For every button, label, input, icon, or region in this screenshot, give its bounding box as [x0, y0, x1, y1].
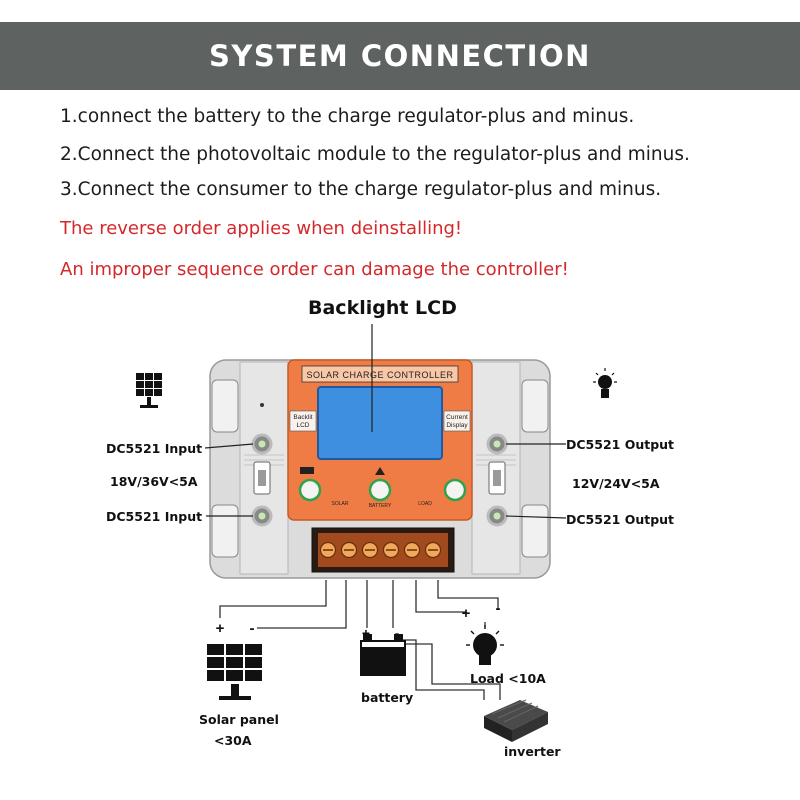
current-label-line1: Current [446, 414, 468, 421]
solar-minus-sign: - [250, 620, 255, 637]
mode-button [368, 478, 392, 502]
battery-terminal-label: BATTERY [369, 503, 392, 509]
solar-panel-rating: <30A [214, 733, 252, 748]
load-terminal-label: LOAD [418, 501, 432, 507]
instruction-2: 2.Connect the photovoltaic module to the… [60, 144, 690, 165]
load-minus-sign: - [496, 600, 501, 617]
input-rating-label: 18V/36V<5A [110, 474, 198, 489]
inverter-icon [484, 699, 548, 742]
dc-input-label-bottom: DC5521 Input [106, 509, 203, 524]
battery-icon [360, 634, 406, 676]
charge-controller [209, 359, 551, 579]
load-bulb-icon [466, 625, 504, 665]
controller-title: SOLAR CHARGE CONTROLLER [306, 370, 453, 380]
page-title: SYSTEM CONNECTION [209, 39, 591, 73]
backlit-label-line2: LCD [296, 422, 309, 429]
bulb-small-icon [593, 368, 617, 398]
inverter-label: inverter [504, 744, 561, 759]
load-plus-sign: + [462, 605, 471, 622]
solar-plus-sign: + [216, 620, 225, 637]
current-button [443, 478, 467, 502]
backlit-label-line1: Backlit [293, 414, 312, 421]
battery-plus-sign: + [362, 625, 370, 641]
warning-1: The reverse order applies when deinstall… [60, 218, 463, 239]
warning-2: An improper sequence order can damage th… [60, 259, 569, 280]
solar-panel-small-icon [136, 373, 162, 408]
instruction-1: 1.connect the battery to the charge regu… [60, 106, 635, 127]
battery-label: battery [361, 690, 414, 705]
solar-terminal-label: SOLAR [332, 501, 349, 507]
output-rating-label: 12V/24V<5A [572, 476, 660, 491]
backlight-button [298, 478, 322, 502]
current-label-line2: Display [446, 422, 468, 429]
header-bar: SYSTEM CONNECTION [0, 22, 800, 90]
load-label: Load <10A [470, 671, 546, 686]
dc-output-label-bottom: DC5521 Output [566, 512, 675, 527]
solar-panel-icon [207, 644, 262, 700]
instruction-3: 3.Connect the consumer to the charge reg… [60, 179, 662, 200]
dc-output-label-top: DC5521 Output [566, 437, 675, 452]
solar-panel-label: Solar panel [199, 712, 279, 727]
lcd-screen [317, 386, 443, 460]
lcd-callout-label: Backlight LCD [308, 297, 457, 319]
battery-minus-sign: - [395, 625, 400, 641]
dc-input-label-top: DC5521 Input [106, 441, 203, 456]
